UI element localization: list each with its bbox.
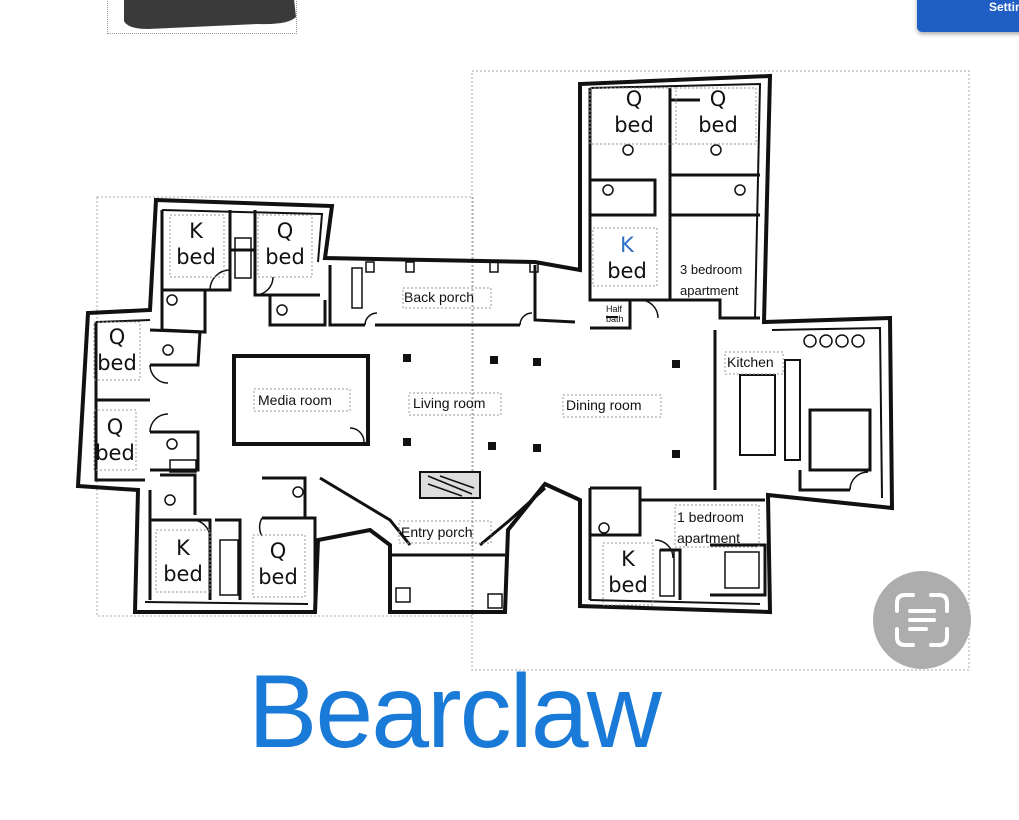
label-line: apartment xyxy=(680,283,739,298)
bed-word: bed xyxy=(163,562,203,586)
bed-word: bed xyxy=(614,113,654,137)
fireplace-symbol xyxy=(419,471,481,499)
living-room-label: Living room xyxy=(413,395,486,411)
bed-word: bed xyxy=(176,245,216,269)
bed-size: Q xyxy=(276,219,294,243)
bed-word: bed xyxy=(97,351,137,375)
cropped-top-image xyxy=(107,0,297,34)
label-line: 1 bedroom xyxy=(677,509,744,525)
bed-word: bed xyxy=(95,441,135,465)
left-lower-q-bed: Q bed xyxy=(92,414,138,466)
media-room-label: Media room xyxy=(258,392,332,408)
half-bath-label: Half bath xyxy=(606,304,624,324)
settings-button[interactable]: Settings xyxy=(917,0,1019,32)
bed-word: bed xyxy=(608,573,648,597)
bed-size: Q xyxy=(108,325,126,349)
bed-word: bed xyxy=(265,245,305,269)
bed-word: bed xyxy=(698,113,738,137)
bed-size: Q xyxy=(269,539,287,563)
visual-search-button[interactable] xyxy=(873,571,971,669)
apartment-k-bed: K bed xyxy=(600,232,654,284)
kitchen-label: Kitchen xyxy=(727,354,774,370)
label-line: apartment xyxy=(677,530,741,546)
bed-word: bed xyxy=(607,259,647,283)
bed-size: K xyxy=(620,233,634,257)
entry-porch-label: Entry porch xyxy=(401,524,473,540)
label-line: bath xyxy=(606,314,624,324)
back-porch-label: Back porch xyxy=(404,289,475,305)
bed-size: Q xyxy=(625,87,643,111)
dark-scan-fragment xyxy=(124,0,296,29)
lower-left-k-bed: K bed xyxy=(156,535,210,587)
bed-size: Q xyxy=(106,415,124,439)
upper-left-k-bed: K bed xyxy=(172,218,220,270)
visual-search-icon xyxy=(895,593,949,647)
bed-size: Q xyxy=(709,87,727,111)
lower-center-q-bed: Q bed xyxy=(252,538,304,590)
bed-word: bed xyxy=(258,565,298,589)
upper-center-q-bed: Q bed xyxy=(260,218,310,270)
bed-size: K xyxy=(176,536,190,560)
bed-size: K xyxy=(189,219,203,243)
right-top-right-q-bed: Q bed xyxy=(692,86,744,138)
right-top-left-q-bed: Q bed xyxy=(608,86,660,138)
label-line: Half xyxy=(606,304,623,314)
bed-size: K xyxy=(621,547,635,571)
settings-label: Settings xyxy=(989,0,1019,14)
lower-right-k-bed: K bed xyxy=(603,546,653,598)
handwritten-title: Bearclaw xyxy=(248,654,662,770)
one-bedroom-apartment-label: 1 bedroom apartment xyxy=(677,507,744,549)
label-line: 3 bedroom xyxy=(680,262,743,277)
three-bedroom-apartment-label: 3 bedroom apartment xyxy=(680,259,742,301)
left-upper-q-bed: Q bed xyxy=(93,324,141,376)
dining-room-label: Dining room xyxy=(566,397,642,413)
